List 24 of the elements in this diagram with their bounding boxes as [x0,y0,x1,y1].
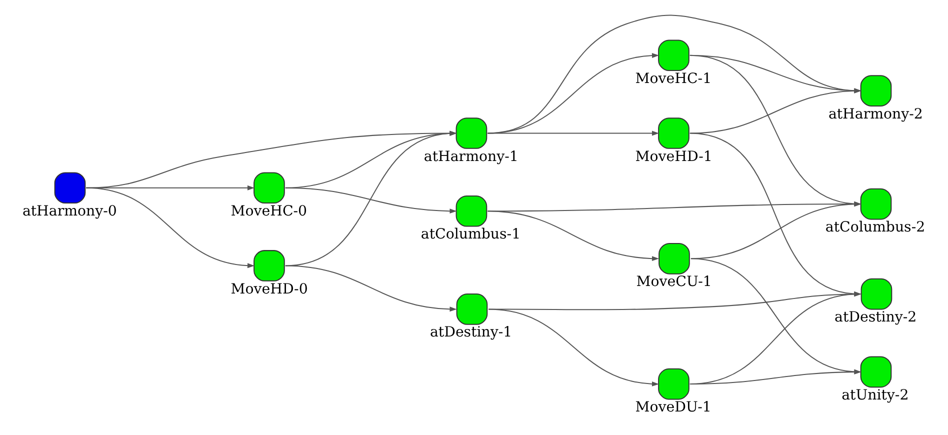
node-label: MoveHC-1 [634,70,712,87]
node-label: atHarmony-1 [423,148,518,165]
node-label: atDestiny-1 [430,324,512,341]
node-label: MoveCU-1 [636,274,712,290]
node-label: atDestiny-2 [834,310,916,326]
arrow [284,187,456,214]
node-label: MoveHD-0 [230,281,308,298]
node-label: atHarmony-0 [22,203,116,220]
node-label: MoveHC-0 [230,203,307,220]
arrow [284,130,456,266]
arrow [284,265,456,312]
arrow [488,308,659,386]
node-label: MoveDU-1 [634,400,711,416]
arrow [689,88,861,134]
node-label: atUnity-2 [841,387,908,404]
arrow [487,14,861,134]
arrow [487,130,659,136]
node-label: atColumbus-1 [420,226,520,243]
arrow [86,130,456,188]
node-label: atColumbus-2 [824,220,925,236]
node-label: MoveHD-1 [634,148,712,165]
arrow [689,369,861,385]
arrow [487,53,659,134]
node-label: atHarmony-2 [828,106,922,122]
